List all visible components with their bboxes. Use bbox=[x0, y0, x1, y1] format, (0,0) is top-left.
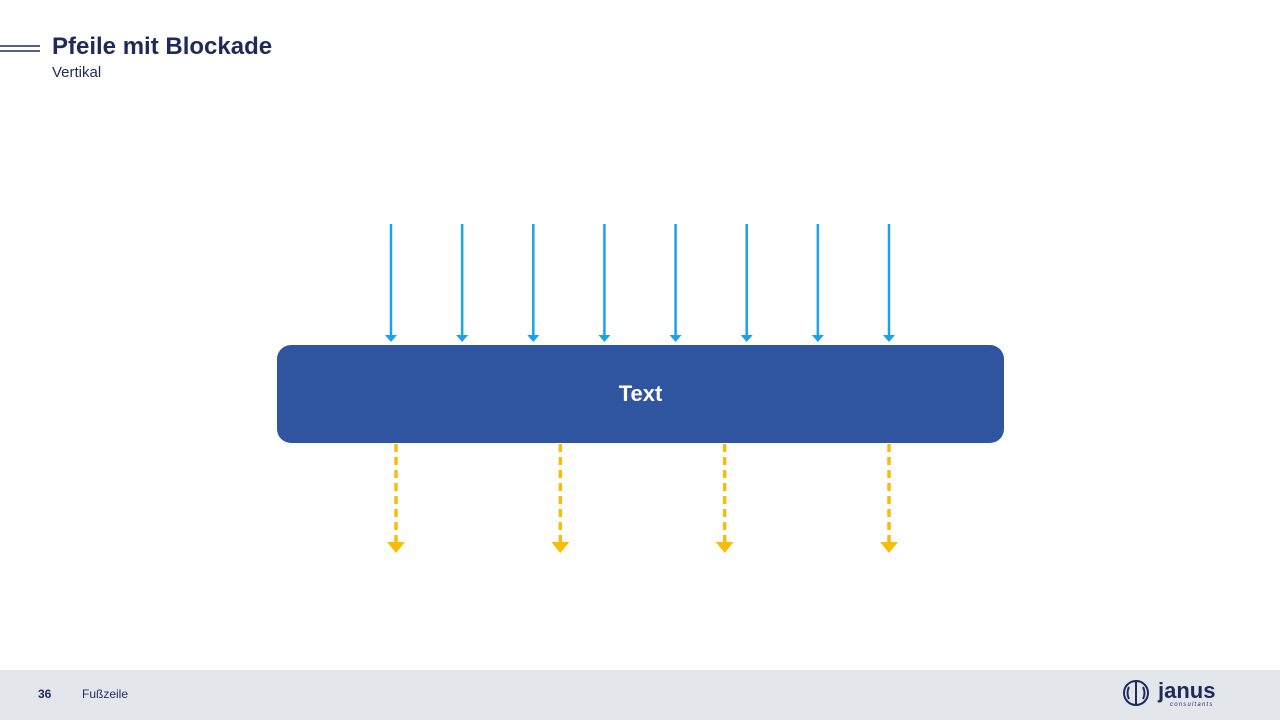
incoming-arrow bbox=[385, 224, 397, 342]
incoming-arrow bbox=[883, 224, 895, 342]
outgoing-arrow bbox=[387, 444, 405, 553]
incoming-arrow bbox=[527, 224, 540, 342]
blockade-block-label: Text bbox=[618, 381, 663, 406]
footer-text: Fußzeile bbox=[82, 687, 129, 701]
incoming-arrow bbox=[598, 224, 611, 342]
outgoing-arrow bbox=[715, 444, 734, 553]
slide-title: Pfeile mit Blockade bbox=[52, 33, 273, 60]
blockade-block bbox=[277, 345, 1004, 443]
outgoing-arrows bbox=[387, 444, 898, 553]
incoming-arrow bbox=[669, 224, 682, 342]
outgoing-arrow bbox=[551, 444, 570, 553]
incoming-arrow bbox=[740, 224, 753, 342]
header-accent-lines bbox=[0, 45, 40, 52]
incoming-arrow bbox=[811, 224, 824, 342]
janus-logo: janus consultants bbox=[1123, 678, 1215, 708]
page-number: 36 bbox=[38, 687, 52, 701]
incoming-arrow bbox=[456, 224, 469, 342]
footer-bar: 36 Fußzeile janus consultants bbox=[0, 670, 1280, 720]
incoming-arrows bbox=[385, 224, 895, 342]
slide-subtitle: Vertikal bbox=[52, 64, 102, 81]
outgoing-arrow bbox=[880, 444, 898, 553]
svg-text:janus: janus bbox=[1157, 678, 1215, 703]
svg-text:consultants: consultants bbox=[1170, 702, 1214, 708]
